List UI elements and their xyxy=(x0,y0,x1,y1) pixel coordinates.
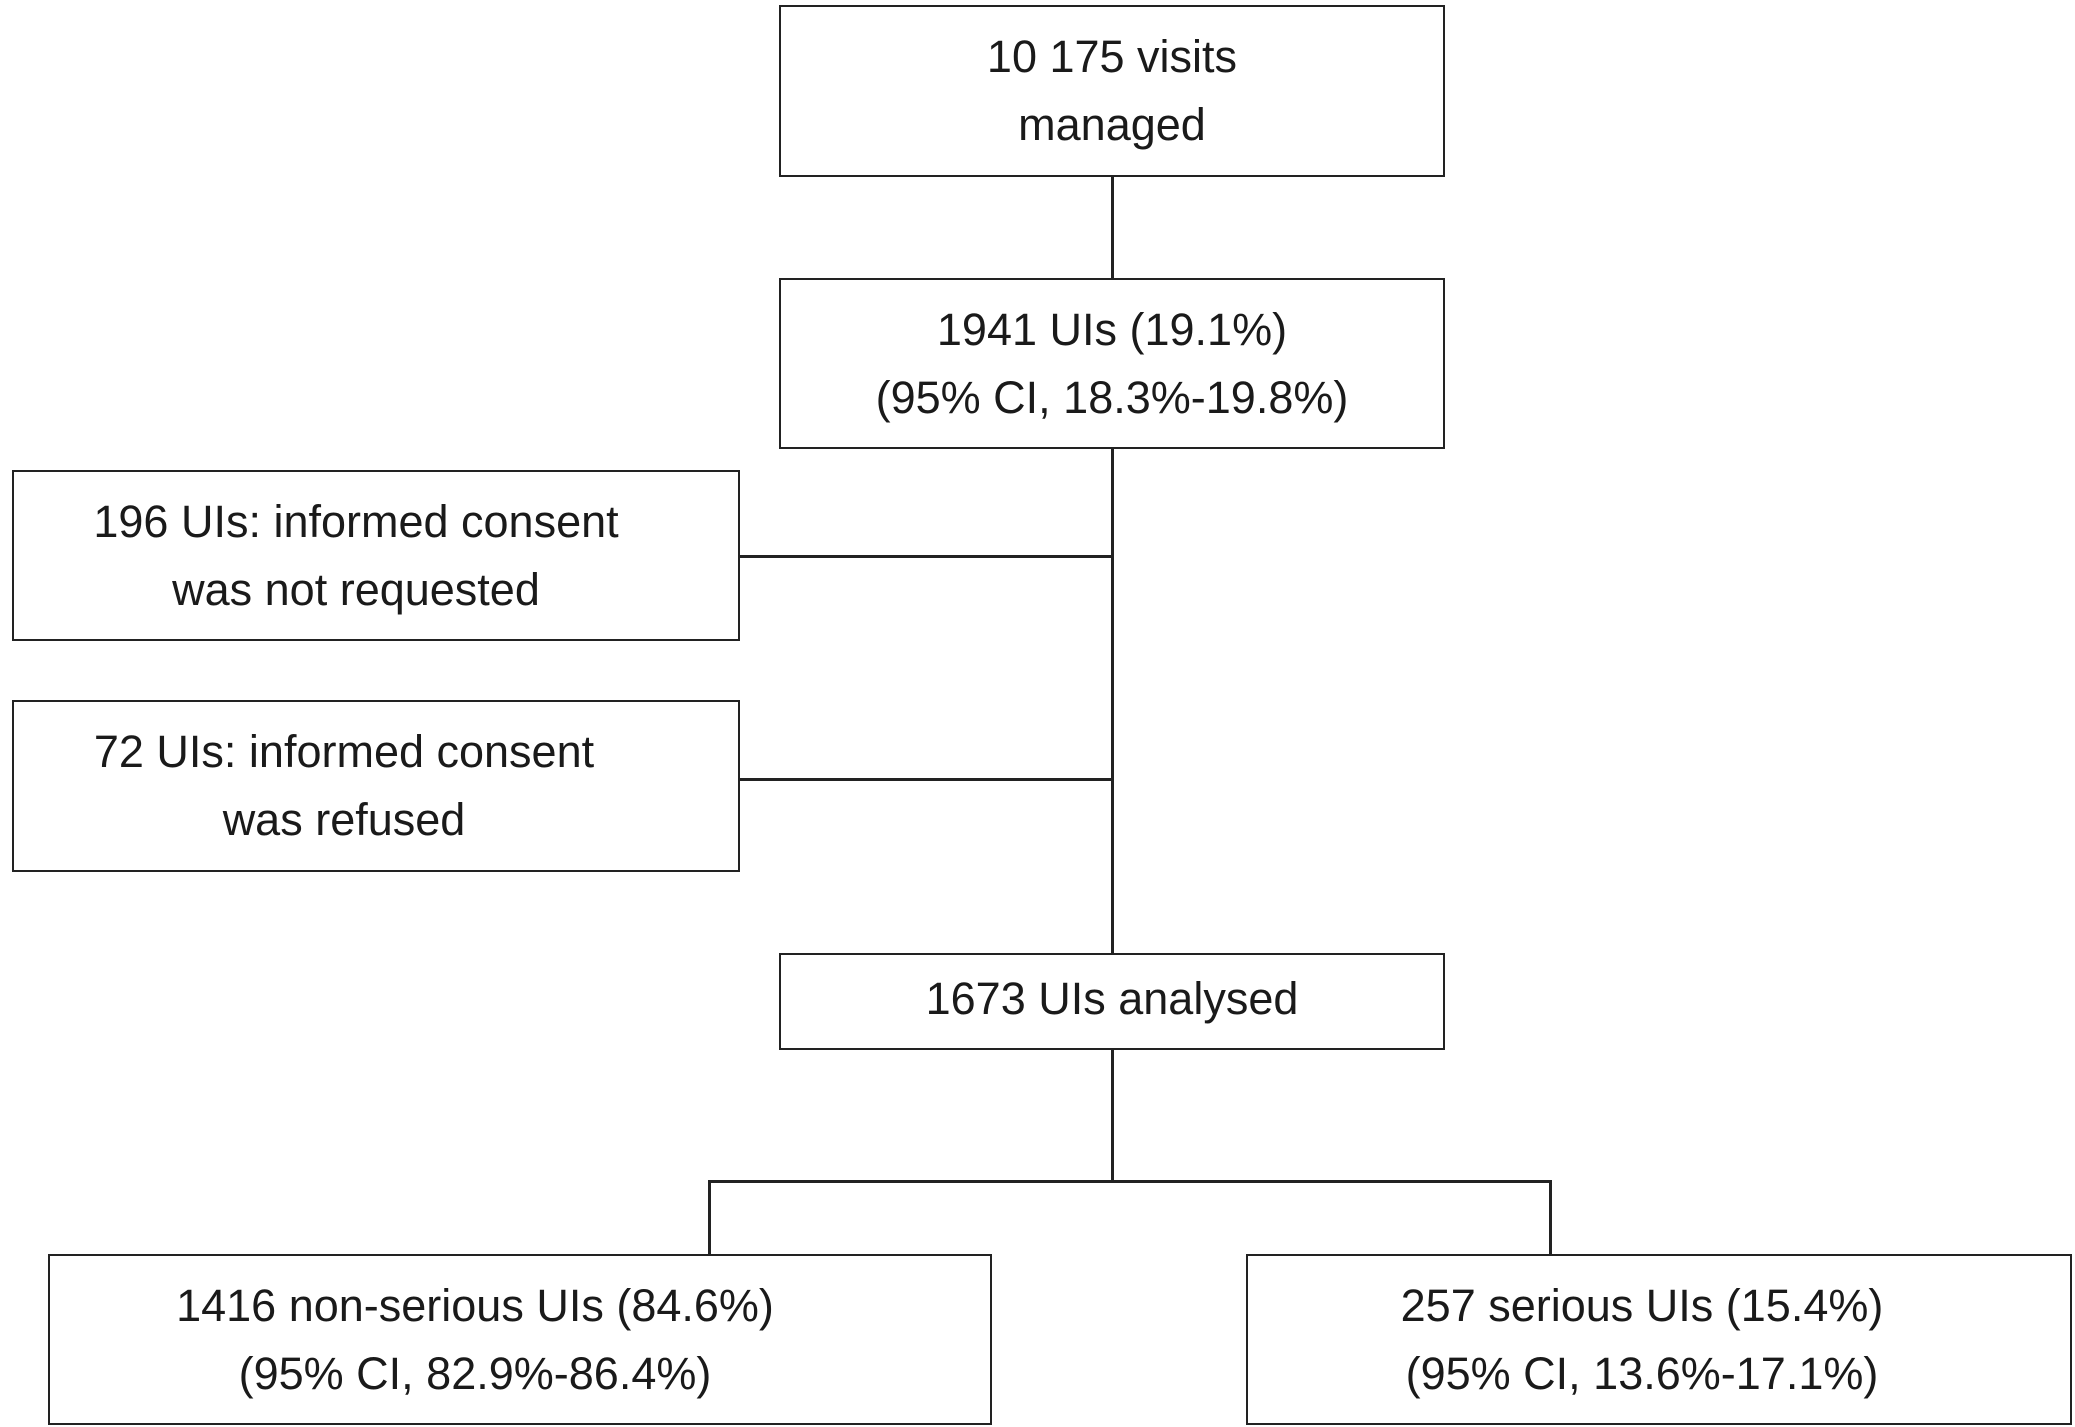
connector-to-excluded-refused xyxy=(739,778,1113,781)
connector-visits-to-uis xyxy=(1111,175,1114,280)
uis-total-box: 1941 UIs (19.1%) (95% CI, 18.3%-19.8%) xyxy=(779,278,1445,449)
uis-analysed-line1: 1673 UIs analysed xyxy=(925,973,1299,1024)
connector-split-horizontal xyxy=(708,1180,1552,1183)
connector-to-excluded-not-requested xyxy=(739,555,1113,558)
visits-managed-line2: managed xyxy=(1018,99,1206,150)
excluded-refused-line1: 72 UIs: informed consent xyxy=(93,726,595,777)
excluded-not-requested-box: 196 UIs: informed consent was not reques… xyxy=(12,470,740,641)
excluded-not-requested-line2: was not requested xyxy=(172,563,540,615)
non-serious-uis-box: 1416 non-serious UIs (84.6%) (95% CI, 82… xyxy=(48,1254,992,1425)
excluded-not-requested-line1: 196 UIs: informed consent xyxy=(93,495,619,547)
visits-managed-line1: 10 175 visits xyxy=(986,31,1238,82)
uis-total-line2: (95% CI, 18.3%-19.8%) xyxy=(875,371,1349,423)
connector-uis-to-analysed xyxy=(1111,447,1114,955)
connector-to-serious xyxy=(1549,1180,1552,1255)
non-serious-uis-line1: 1416 non-serious UIs (84.6%) xyxy=(176,1279,774,1331)
uis-analysed-box: 1673 UIs analysed xyxy=(779,953,1445,1050)
connector-analysed-to-split xyxy=(1111,1048,1114,1183)
visits-managed-box: 10 175 visits managed xyxy=(779,5,1445,177)
excluded-refused-line2: was refused xyxy=(222,794,466,845)
non-serious-uis-line2: (95% CI, 82.9%-86.4%) xyxy=(238,1347,712,1399)
serious-uis-line2: (95% CI, 13.6%-17.1%) xyxy=(1405,1347,1879,1399)
serious-uis-line1: 257 serious UIs (15.4%) xyxy=(1400,1279,1884,1331)
excluded-refused-box: 72 UIs: informed consent was refused xyxy=(12,700,740,872)
serious-uis-box: 257 serious UIs (15.4%) (95% CI, 13.6%-1… xyxy=(1246,1254,2072,1425)
connector-to-non-serious xyxy=(708,1180,711,1255)
uis-total-line1: 1941 UIs (19.1%) xyxy=(936,303,1288,355)
